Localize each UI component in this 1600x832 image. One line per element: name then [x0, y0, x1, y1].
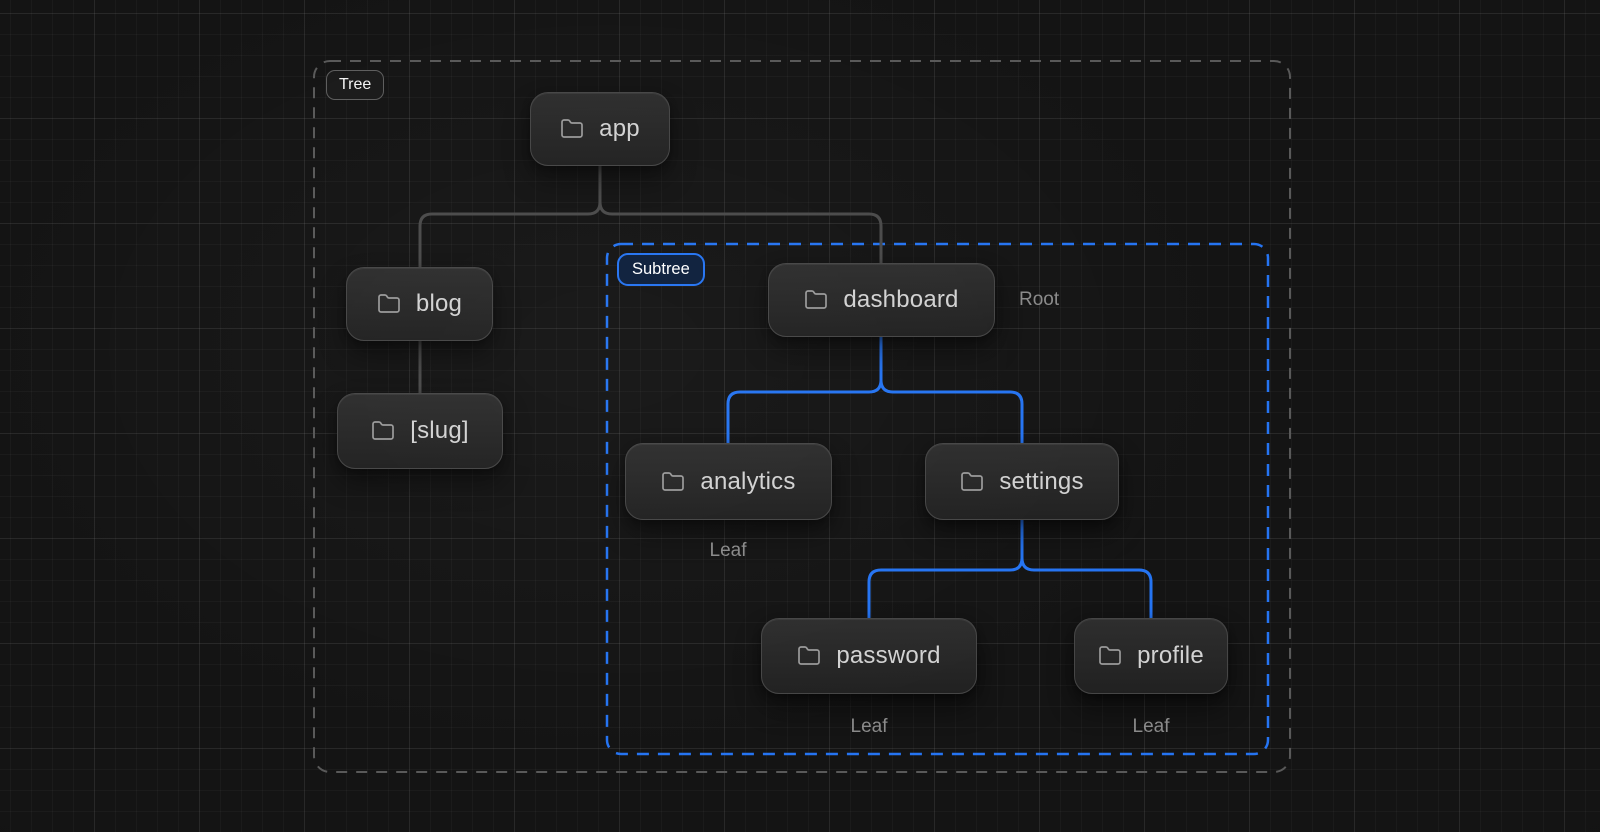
subtree-group-label: Subtree: [617, 253, 705, 286]
edge-app-blog: [418, 164, 602, 269]
edge-dashboard-settings: [879, 335, 1024, 445]
annotation-leaf-password: Leaf: [850, 716, 888, 737]
node-label: password: [836, 642, 941, 669]
tree-node-settings[interactable]: settings: [925, 443, 1119, 520]
node-label: app: [599, 115, 640, 142]
folder-icon: [560, 117, 584, 141]
tree-group-label: Tree: [326, 70, 385, 100]
annotation-leaf-analytics: Leaf: [709, 540, 747, 561]
folder-icon: [377, 292, 401, 316]
annotation-leaf-profile: Leaf: [1132, 716, 1170, 737]
tree-node-slug[interactable]: [slug]: [337, 393, 503, 469]
tree-node-password[interactable]: password: [761, 618, 977, 694]
folder-icon: [371, 419, 395, 443]
folder-icon: [797, 644, 821, 668]
edge-dashboard-analytics: [726, 335, 883, 445]
annotation-root: Root: [1019, 289, 1060, 310]
tree-node-blog[interactable]: blog: [346, 267, 493, 341]
folder-icon: [661, 470, 685, 494]
node-label: analytics: [700, 467, 796, 495]
folder-icon: [804, 288, 828, 312]
tree-group-border: [313, 60, 1291, 773]
node-label: blog: [415, 290, 463, 317]
node-label: profile: [1137, 642, 1204, 669]
edge-settings-password: [867, 518, 1024, 620]
node-label: [slug]: [410, 417, 469, 444]
folder-icon: [960, 470, 984, 494]
edge-settings-profile: [1020, 518, 1153, 620]
tree-node-app[interactable]: app: [530, 92, 670, 166]
tree-node-dashboard[interactable]: dashboard: [768, 263, 995, 337]
node-label: settings: [999, 467, 1084, 495]
folder-icon: [1098, 644, 1122, 668]
tree-node-analytics[interactable]: analytics: [625, 443, 832, 520]
node-label: dashboard: [843, 286, 959, 313]
edge-app-dashboard: [598, 164, 883, 265]
tree-node-profile[interactable]: profile: [1074, 618, 1228, 694]
subtree-group-border: [605, 242, 1270, 756]
